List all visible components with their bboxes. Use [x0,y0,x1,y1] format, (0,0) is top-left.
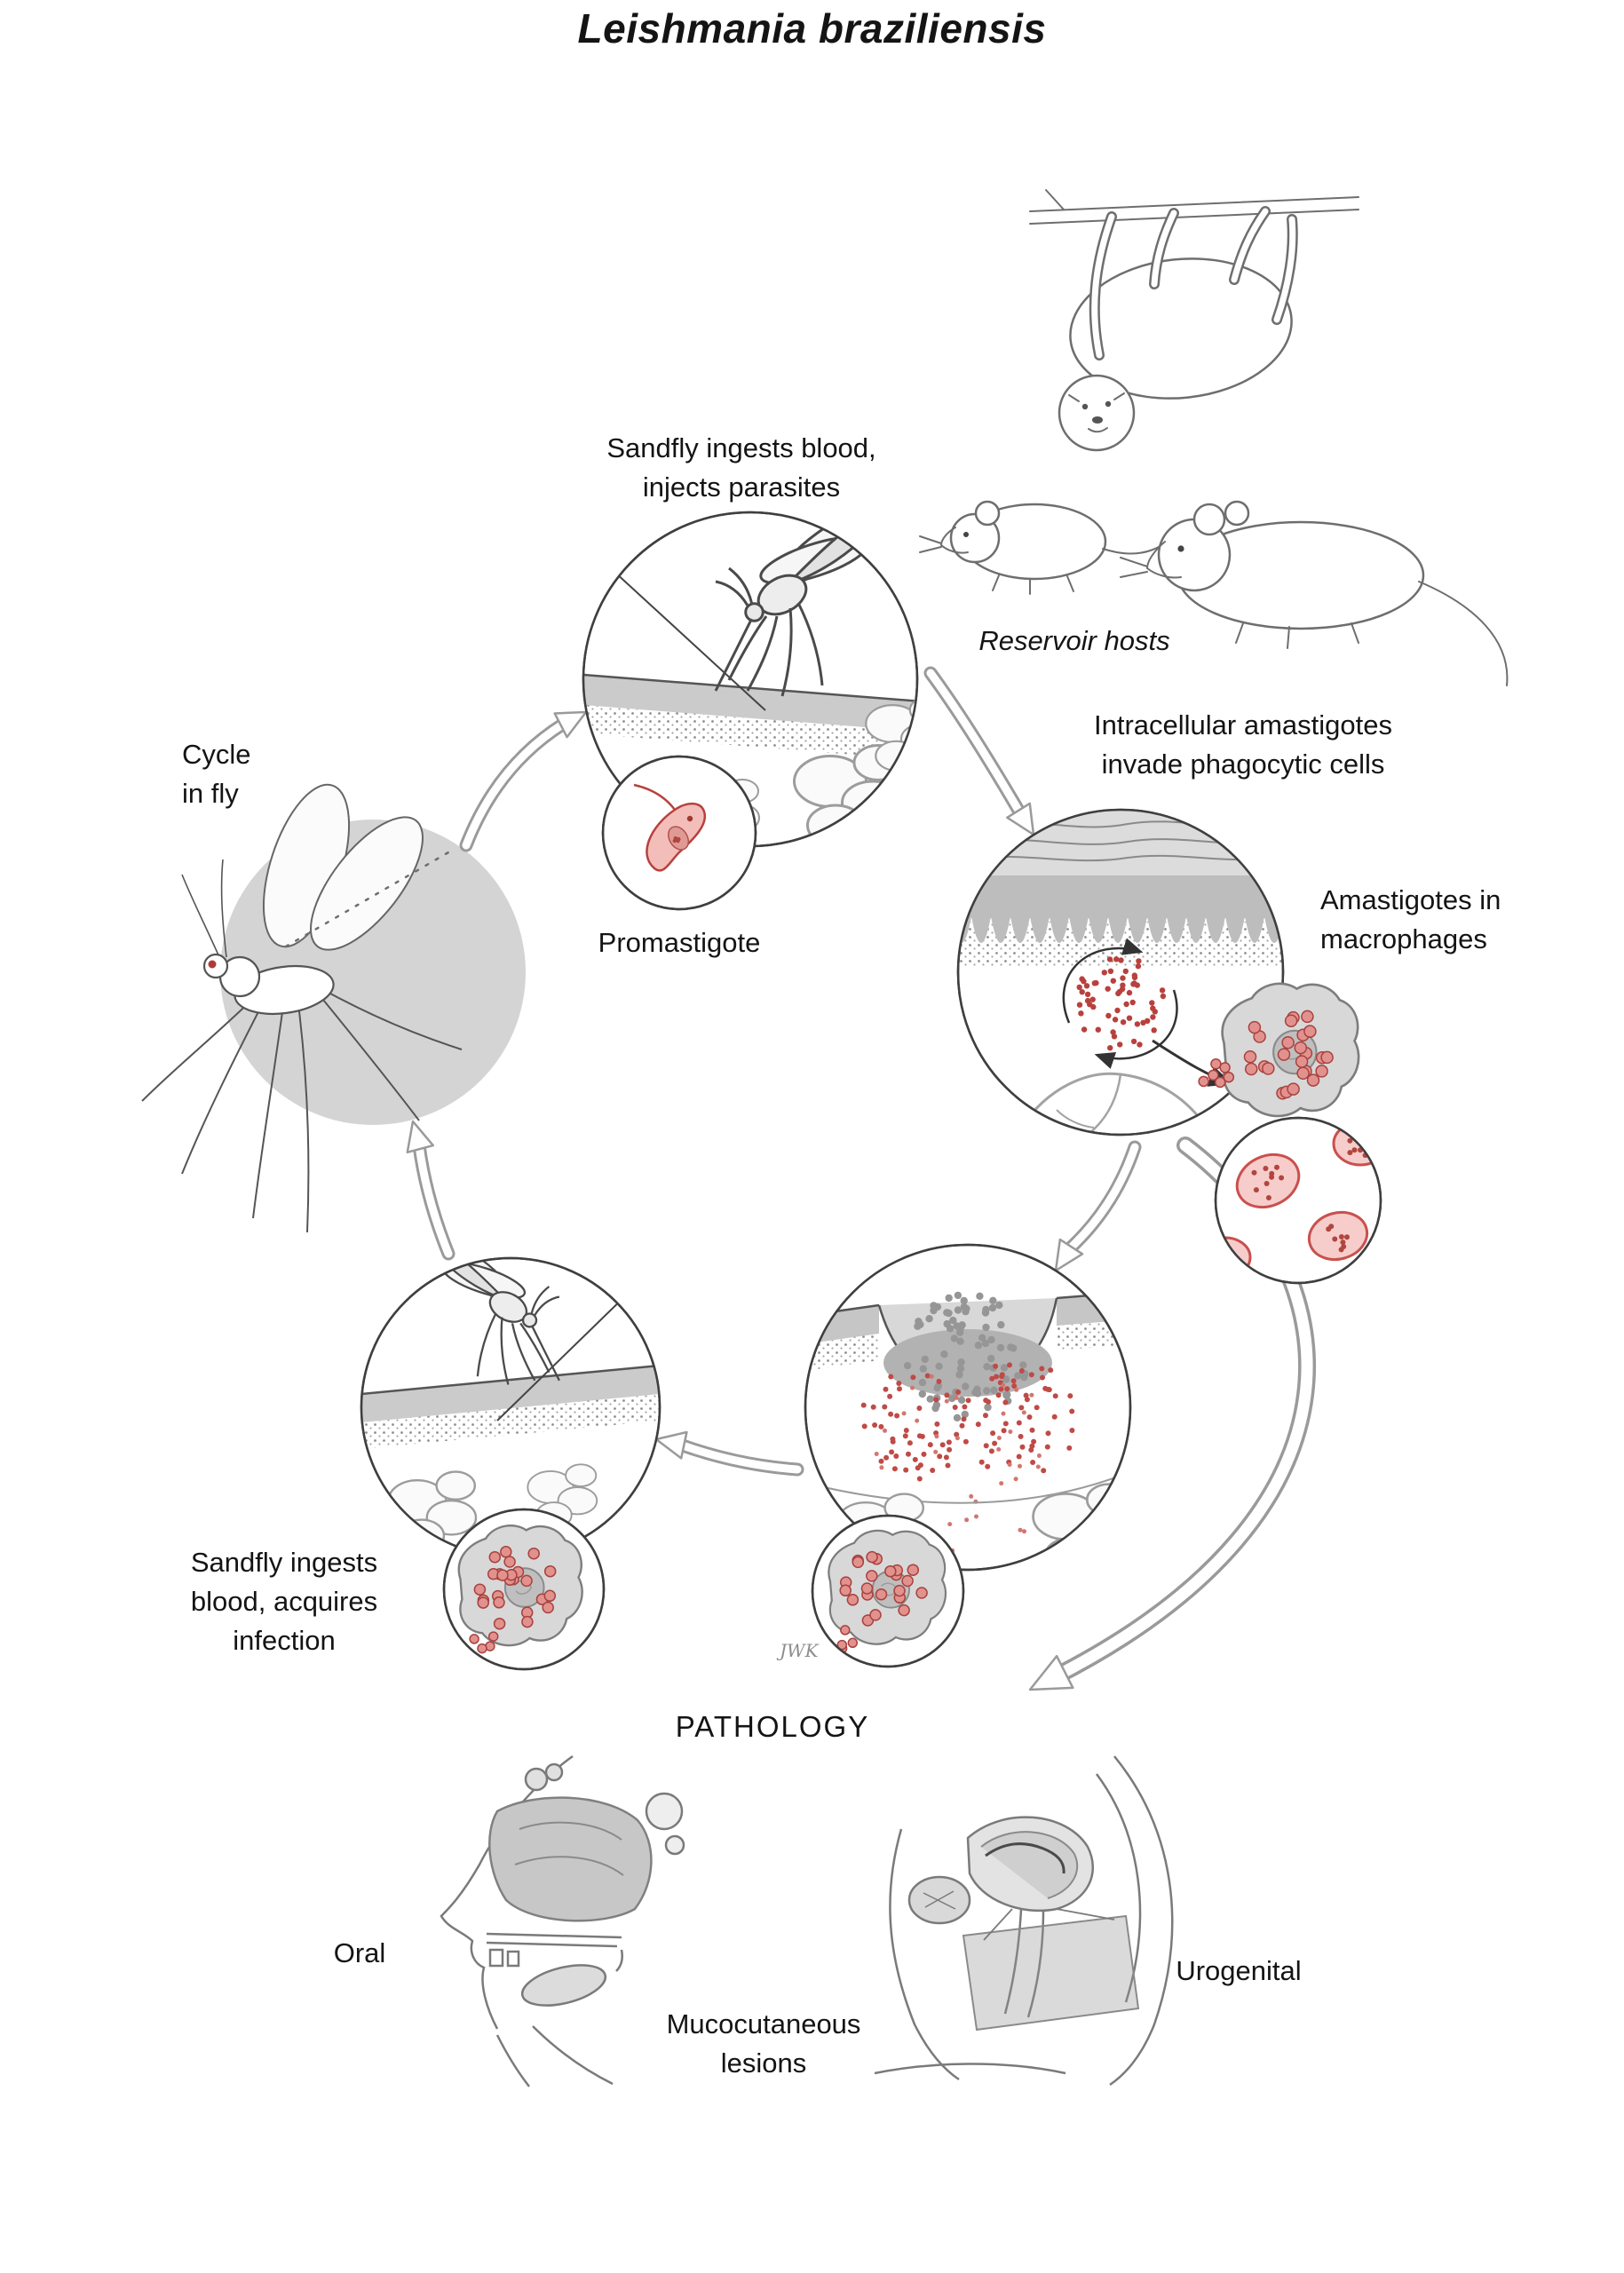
cycle-arrow-5 [406,1120,456,1261]
label-amastigotes-macrophages: Amastigotes in macrophages [1320,884,1501,955]
label-sandfly-acquires: Sandfly ingests blood, acquires infectio… [190,1547,378,1657]
sandfly-acquire-circle [360,1256,661,1558]
cycle-arrow-1 [459,710,588,852]
diagram-title: Leishmania braziliensis [577,5,1047,51]
label-oral: Oral [333,1937,386,1968]
rat-illustration [1120,500,1509,686]
label-mucocutaneous: Mucocutaneous lesions [666,2008,861,2079]
label-pathology-heading: PATHOLOGY [675,1710,870,1743]
reservoir-hosts-illustration [919,189,1509,686]
amastigote-inset [1214,1116,1382,1285]
amastigote-cluster [1076,956,1167,1051]
sloth-illustration [1029,189,1359,452]
macrophage-inset-middle [811,1514,965,1668]
label-urogenital: Urogenital [1176,1955,1302,1986]
lesion-amastigotes [860,1362,1075,1553]
label-cycle-in-fly: Cycle in fly [182,739,251,810]
macrophage-inset-left [442,1508,606,1671]
cycle-arrow-4 [654,1430,804,1477]
label-reservoir-hosts: Reservoir hosts [978,625,1170,656]
fly-dashed-link [284,851,450,948]
fly-cycle-circle [141,783,526,1233]
fly-eye-dot [208,960,217,969]
macrophage-cell [1198,982,1360,1118]
label-promastigote: Promastigote [598,927,761,958]
label-intracellular-amastigotes: Intracellular amastigotes invade phagocy… [1094,709,1392,780]
artist-signature: JWK [780,1640,819,1661]
lesion-circle [804,1243,1132,1572]
oral-illustration [440,1754,685,2087]
skin-invasion-circle [956,808,1285,1136]
promastigote-inset [601,755,757,911]
mouse-illustration [919,500,1184,595]
cycle-arrow-3 [1054,1140,1142,1272]
label-sandfly-injects: Sandfly ingests blood, injects parasites [606,432,876,503]
urogenital-illustration [874,1755,1174,2087]
cycle-arrow-2 [923,666,1035,836]
